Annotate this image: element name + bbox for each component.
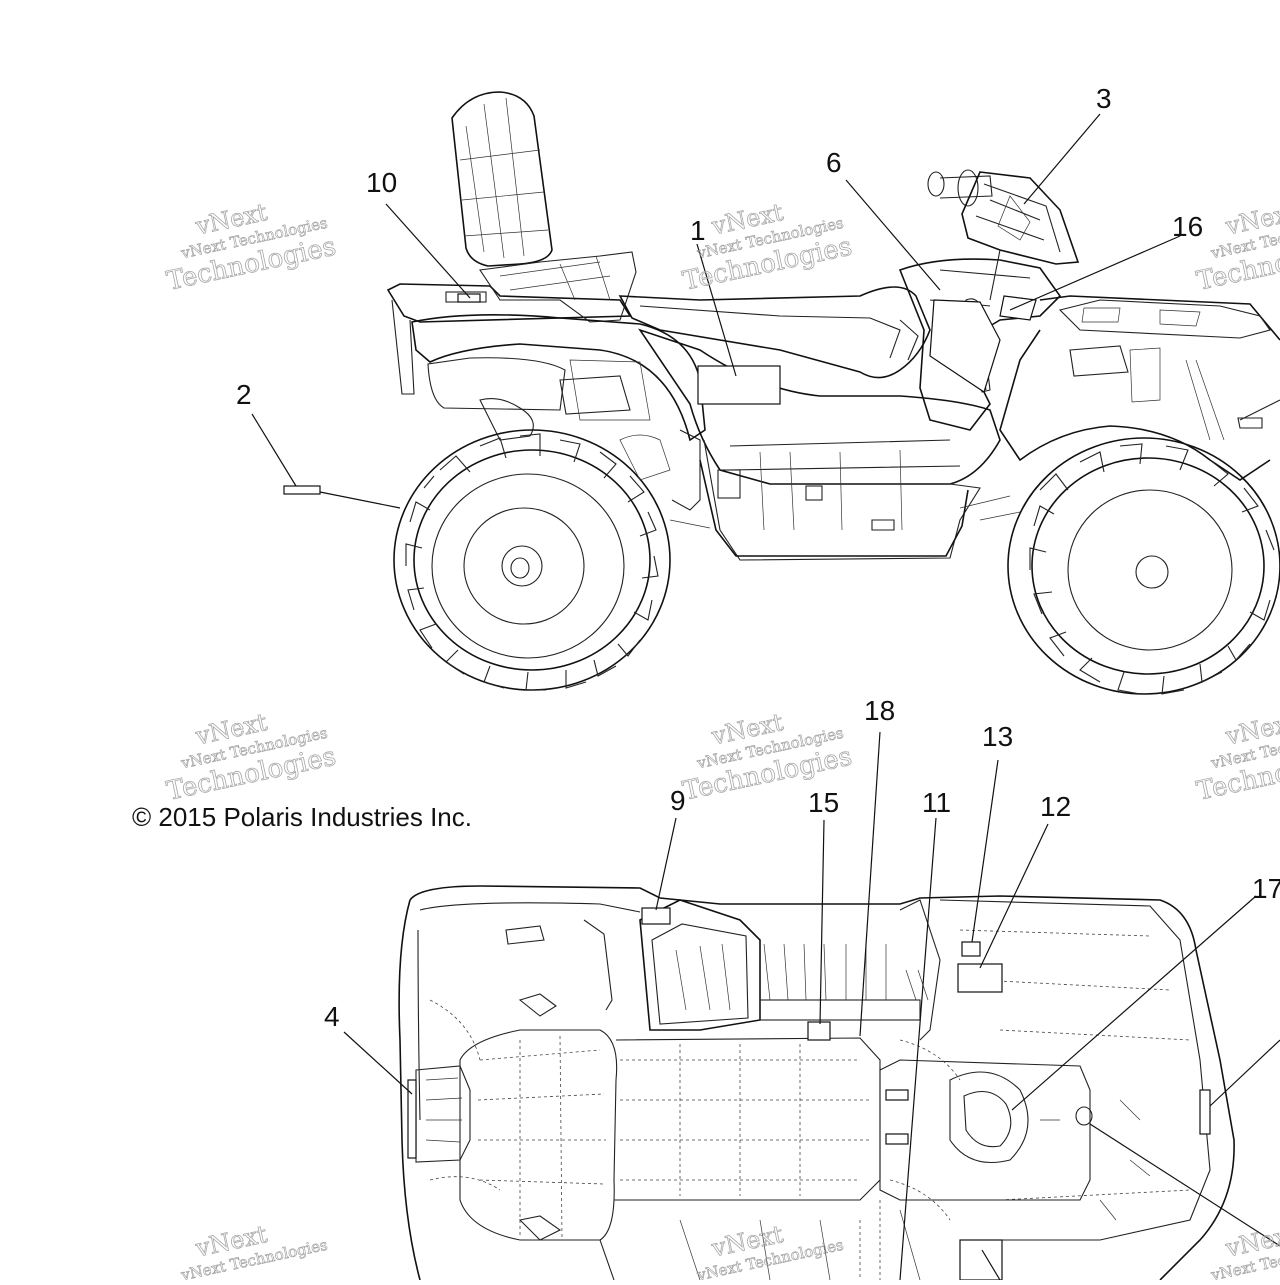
decal-13 <box>961 941 981 957</box>
watermark-bottom-left: vNext vNext Technologies <box>178 1220 329 1285</box>
callout-3: 3 <box>1096 83 1112 114</box>
callout-1: 1 <box>690 215 706 246</box>
decal-9 <box>641 907 671 925</box>
decal-12 <box>957 963 1003 993</box>
top-view-decals <box>407 907 1211 1281</box>
copyright-text: © 2015 Polaris Industries Inc. <box>132 802 472 832</box>
callout-11: 11 <box>922 787 951 818</box>
decal-2-loose <box>283 485 321 495</box>
decal-bottom <box>959 1239 1003 1281</box>
callout-4: 4 <box>324 1001 340 1032</box>
callout-15: 15 <box>808 787 839 818</box>
decal-11b <box>885 1133 909 1145</box>
atv-top-view <box>398 885 1235 1281</box>
callout-12: 12 <box>1040 791 1071 822</box>
decal-17-right <box>1199 1089 1211 1135</box>
watermark-top-left: vNext vNext Technologies Technologies <box>164 198 339 297</box>
callout-2: 2 <box>236 379 252 410</box>
side-view-leaders <box>251 113 1181 509</box>
watermark-mid-right: vNext vNext Technologies Technologies <box>1194 708 1280 807</box>
decal-11a <box>885 1089 909 1101</box>
watermark-mid-left: vNext vNext Technologies Technologies <box>164 708 339 807</box>
decal-1-side-panel <box>697 365 781 405</box>
callout-16: 16 <box>1172 211 1203 242</box>
decal-10-rack <box>457 293 481 303</box>
callout-9: 9 <box>670 785 686 816</box>
callout-10: 10 <box>366 167 397 198</box>
front-wheel <box>1007 437 1280 695</box>
atv-side-view <box>283 91 1280 695</box>
rear-wheel <box>393 429 671 691</box>
callout-6: 6 <box>826 147 842 178</box>
watermark-bottom-center: vNext vNext Technologies <box>694 1220 845 1285</box>
callout-18: 18 <box>864 695 895 726</box>
handlebar-cluster <box>927 169 1080 301</box>
watermark-bottom-right: vNext vNext Technologies <box>1208 1220 1280 1285</box>
callout-labels: 1 2 3 6 10 16 18 13 9 15 11 12 17 4 <box>236 83 1280 1032</box>
callout-17: 17 <box>1252 873 1280 904</box>
rear-rack <box>386 251 637 395</box>
callout-13: 13 <box>982 721 1013 752</box>
decal-6-fender <box>929 299 1001 393</box>
decal-15 <box>807 1021 831 1041</box>
decal-4 <box>407 1079 417 1159</box>
decal-16-front <box>999 295 1037 321</box>
top-view-leaders <box>343 731 1280 1281</box>
frame-details <box>559 375 1021 529</box>
passenger-backrest <box>451 91 553 267</box>
rear-fender <box>411 314 706 442</box>
